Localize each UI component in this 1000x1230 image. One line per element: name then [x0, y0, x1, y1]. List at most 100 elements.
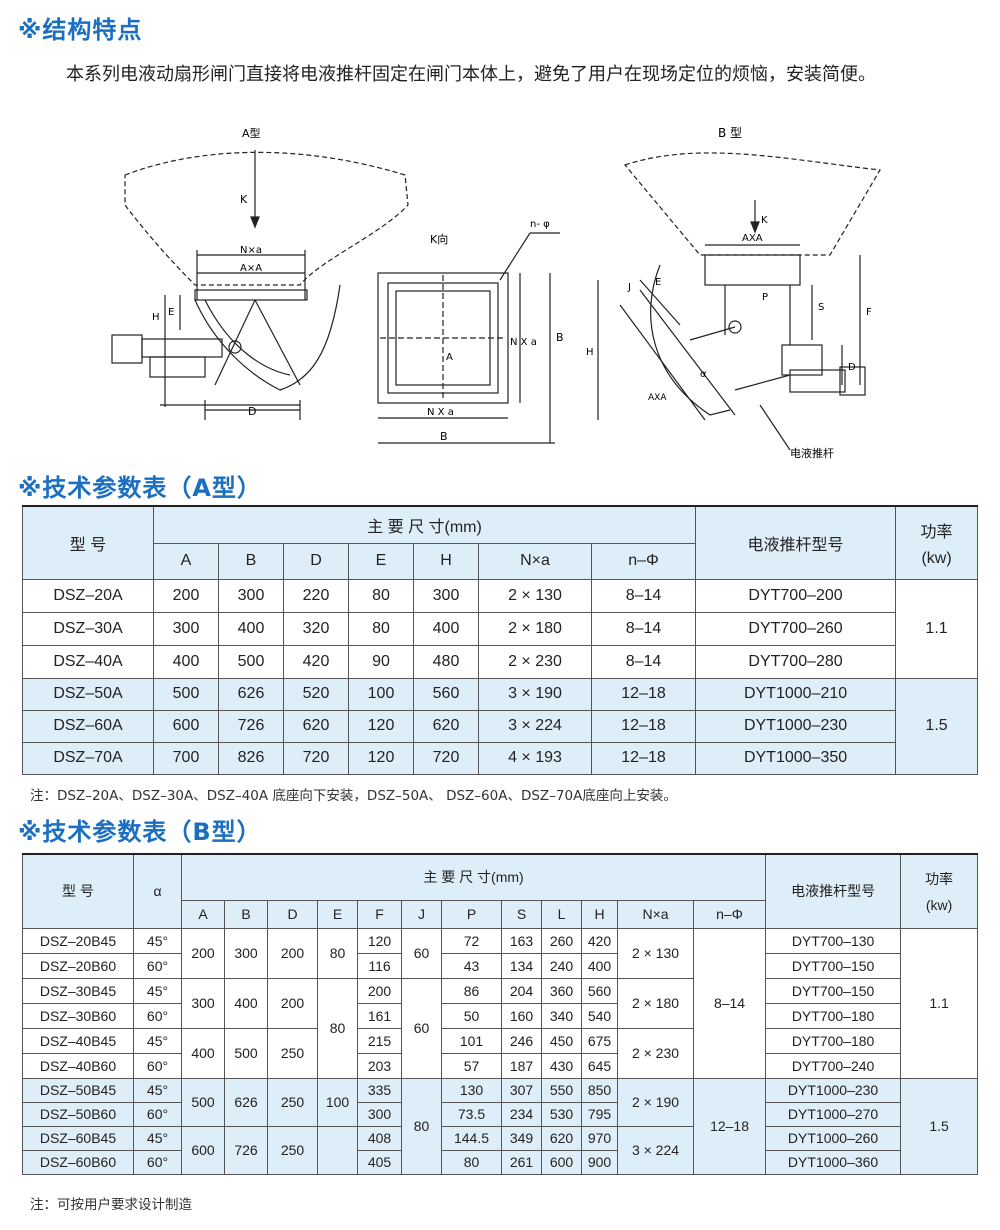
cell: 200 — [267, 927, 318, 979]
b-axa-label: AXA — [742, 233, 763, 244]
cell: 200 — [357, 977, 402, 1004]
k-nxa-side-label: N X a — [510, 337, 537, 348]
cell: 400 — [224, 977, 268, 1029]
cell: 130 — [441, 1077, 502, 1103]
alpha-cell: 60° — [133, 1149, 182, 1175]
cell: 144.5 — [441, 1125, 502, 1151]
b-e-label: E — [655, 277, 661, 288]
cell: 200 — [267, 977, 318, 1029]
cell: 12–18 — [692, 1077, 767, 1175]
table-b-col-f: F — [357, 899, 402, 929]
table-b-col-p: P — [441, 899, 502, 929]
a-h-label: H — [152, 312, 160, 323]
k-view-title: K向 — [430, 232, 448, 246]
table-b-col-b: B — [224, 899, 268, 929]
cell: 12–18 — [590, 741, 697, 775]
table-b-col-d: D — [267, 899, 318, 929]
cell: 43 — [441, 952, 502, 979]
pusher-cell: DYT700–180 — [765, 1027, 902, 1054]
b-pusher-label: 电液推杆 — [790, 446, 834, 460]
cell: 250 — [267, 1125, 318, 1175]
pusher-cell: DYT1000–350 — [695, 741, 897, 775]
alpha-cell: 45° — [133, 1077, 182, 1103]
alpha-cell: 60° — [133, 1052, 182, 1079]
table-row: DSZ–50B45 45° 500 626 250 100 335 80 130… — [22, 1077, 979, 1175]
table-a-header-model: 型 号 — [22, 505, 154, 580]
cell: 246 — [501, 1027, 542, 1054]
model-cell: DSZ–60B60 — [22, 1149, 134, 1175]
pusher-cell: DYT1000–260 — [765, 1125, 902, 1151]
k-b-side-label: B — [556, 331, 564, 344]
cell: 250 — [267, 1027, 318, 1079]
b-d-label: D — [848, 362, 856, 373]
alpha-cell: 45° — [133, 1125, 182, 1151]
cell: 430 — [541, 1052, 582, 1079]
model-cell: DSZ–40B45 — [22, 1027, 134, 1054]
cell: 500 — [181, 1077, 225, 1127]
alpha-cell: 60° — [133, 952, 182, 979]
table-b-header-power: 功率(kw) — [900, 853, 979, 929]
pusher-cell: DYT700–260 — [695, 611, 897, 646]
cell: 500 — [153, 677, 219, 711]
cell: 300 — [357, 1101, 402, 1127]
pusher-cell: DYT1000–230 — [695, 709, 897, 743]
b-s-label: S — [818, 302, 824, 313]
table-a-col-b: B — [218, 542, 284, 580]
a-sector — [194, 284, 341, 391]
model-cell: DSZ–50B45 — [22, 1077, 134, 1103]
cell: 300 — [413, 578, 479, 613]
b-alpha-label: α — [700, 369, 707, 380]
cell: 100 — [348, 677, 414, 711]
k-nxa-bottom-label: N X a — [427, 407, 454, 418]
cell: 320 — [283, 611, 349, 646]
cell: 57 — [441, 1052, 502, 1079]
cell: 200 — [153, 578, 219, 613]
cell: 726 — [218, 709, 284, 743]
cell: 850 — [581, 1077, 618, 1103]
cell: 101 — [441, 1027, 502, 1054]
cell: 60 — [401, 977, 442, 1079]
a-k-arrowhead — [250, 216, 260, 229]
power-cell: 1.5 — [895, 677, 979, 775]
b-axa2-label: AXA — [648, 393, 667, 403]
table-a-title: ※技术参数表（A型） — [18, 474, 262, 502]
cell: 360 — [541, 977, 582, 1004]
cell: 100 — [317, 1077, 358, 1127]
table-a-header-pusher: 电液推杆型号 — [695, 505, 897, 580]
cell: 120 — [348, 741, 414, 775]
table-b-col-h: H — [581, 899, 618, 929]
model-cell: DSZ–50A — [22, 677, 154, 711]
table-b-col-e: E — [317, 899, 358, 929]
table-b-col-nxa: N×a — [617, 899, 694, 929]
cell: 163 — [501, 927, 542, 954]
table-b-col-nphi: n–Φ — [692, 899, 767, 929]
structure-paragraph: 本系列电液动扇形闸门直接将电液推杆固定在闸门本体上，避免了用户在现场定位的烦恼，… — [66, 64, 876, 85]
cell: 3 × 224 — [617, 1125, 694, 1175]
cell: 626 — [218, 677, 284, 711]
cell: 204 — [501, 977, 542, 1004]
cell: 500 — [224, 1027, 268, 1079]
cell — [317, 1125, 358, 1175]
table-b-title: ※技术参数表（B型） — [18, 818, 262, 846]
table-a: 型 号 主 要 尺 寸(mm) 电液推杆型号 功率(kw) A B D E H … — [22, 505, 979, 775]
table-row: DSZ–20A 200 300 220 80 300 2 × 130 8–14 … — [22, 578, 979, 679]
cell: 420 — [581, 927, 618, 954]
cell: 645 — [581, 1052, 618, 1079]
b-p-label: P — [762, 292, 768, 303]
cell: 600 — [153, 709, 219, 743]
cell: 3 × 190 — [478, 677, 592, 711]
table-a-col-h: H — [413, 542, 479, 580]
pusher-cell: DYT700–150 — [765, 977, 902, 1004]
model-cell: DSZ–40A — [22, 644, 154, 679]
table-b-col-j: J — [401, 899, 442, 929]
table-a-col-a: A — [153, 542, 219, 580]
model-cell: DSZ–60A — [22, 709, 154, 743]
cell: 726 — [224, 1125, 268, 1175]
a-axa-label: A×A — [240, 263, 262, 274]
cell: 720 — [283, 741, 349, 775]
cell: 600 — [181, 1125, 225, 1175]
model-cell: DSZ–30B60 — [22, 1002, 134, 1029]
table-row: DSZ–50A 500 626 520 100 560 3 × 190 12–1… — [22, 677, 979, 775]
table-a-col-nxa: N×a — [478, 542, 592, 580]
pusher-cell: DYT1000–210 — [695, 677, 897, 711]
